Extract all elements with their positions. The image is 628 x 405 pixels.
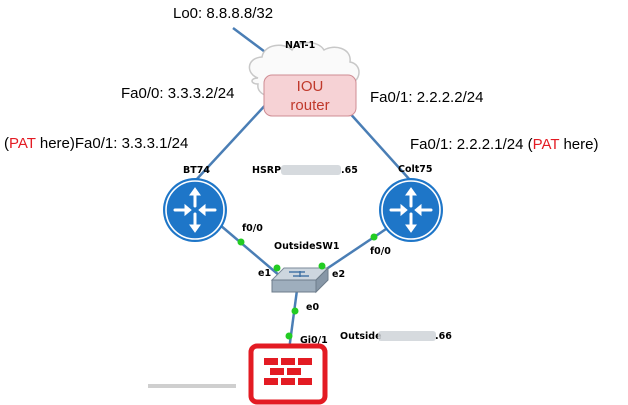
outside-label: Outside <box>340 331 382 342</box>
gi01-label: Gi0/1 <box>300 335 328 346</box>
bt74-interface-label: (PAT here)Fa0/1: 3.3.3.1/24 <box>4 135 188 152</box>
left-paren: ( <box>4 135 9 152</box>
right-paren: ( <box>528 136 533 153</box>
port-dot <box>291 307 299 315</box>
fa00-nat-label: Fa0/0: 3.3.3.2/24 <box>121 85 234 102</box>
outside-suffix: .66 <box>435 331 452 342</box>
outside-redacted <box>378 331 436 341</box>
colt75-name: Colt75 <box>398 164 433 175</box>
link-switch-firewall <box>287 289 299 351</box>
nat-name-label: NAT-1 <box>285 40 315 51</box>
colt75-interface-label: Fa0/1: 2.2.2.1/24 (PAT here) <box>410 136 598 153</box>
e1-label: e1 <box>258 268 271 279</box>
firewall-icon[interactable] <box>248 343 328 405</box>
hsrp-label: HSRP <box>252 165 281 176</box>
router-icon[interactable] <box>379 178 443 242</box>
here-right: here) <box>559 136 598 153</box>
link-bt74-switch <box>219 224 281 277</box>
iou-label-line2: router <box>290 97 329 114</box>
port-dot <box>285 332 293 340</box>
hsrp-suffix: .65 <box>341 165 358 176</box>
bt74-name: BT74 <box>183 165 210 176</box>
e0-label: e0 <box>306 302 319 313</box>
port-dot <box>318 262 326 270</box>
pat-tag-right: PAT <box>533 136 560 153</box>
e2-label: e2 <box>332 269 345 280</box>
port-dot <box>370 233 378 241</box>
lo0-label: Lo0: 8.8.8.8/32 <box>173 5 273 22</box>
link-nat-bt74 <box>195 99 271 181</box>
fa01-colt75: Fa0/1: 2.2.2.1/24 <box>410 136 528 153</box>
here-left: here) <box>36 135 75 152</box>
switch-name-label: OutsideSW1 <box>274 241 339 252</box>
fa01-nat-label: Fa0/1: 2.2.2.2/24 <box>370 89 483 106</box>
port-dot <box>273 264 281 272</box>
port-indicators <box>237 233 378 340</box>
iou-router-box[interactable] <box>263 74 357 117</box>
f00-right-label: f0/0 <box>370 246 391 257</box>
iou-label-line1: IOU <box>297 78 324 95</box>
cropped-label-fragment <box>148 384 236 388</box>
router-icon[interactable] <box>163 178 227 242</box>
port-dot <box>237 238 245 246</box>
hsrp-redacted <box>281 165 341 175</box>
fa01-bt74: Fa0/1: 3.3.3.1/24 <box>75 135 188 152</box>
pat-tag-left: PAT <box>9 135 36 152</box>
switch-icon[interactable] <box>270 266 330 294</box>
f00-left-label: f0/0 <box>242 223 263 234</box>
